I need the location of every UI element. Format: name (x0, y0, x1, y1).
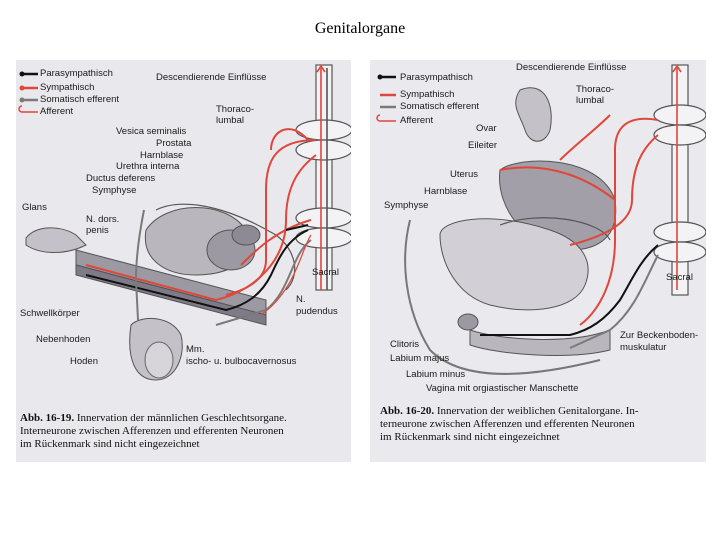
organs (25, 203, 296, 381)
caption-female-line2: terneurone zwischen Afferenzen und effer… (380, 418, 635, 430)
label-thoraco: Thoraco- (216, 104, 255, 115)
parasympathetic-pathways (85, 224, 309, 312)
female-innervation-figure: Parasympathisch Sympathisch Somatisch ef… (370, 60, 706, 462)
spinal-cord (653, 64, 706, 296)
label-eileiter: Eileiter (468, 140, 498, 151)
somatic-pathways (134, 209, 312, 326)
label-symphyse: Symphyse (92, 185, 137, 196)
label-schwellkoerper: Schwellkörper (20, 308, 80, 319)
caption-male-line1: Innervation der männlichen Geschlechtsor… (76, 412, 287, 424)
label-nebenhoden: Nebenhoden (36, 334, 91, 345)
label-n: N. (296, 294, 306, 305)
male-innervation-figure: Parasympathisch Sympathisch Somatisch ef… (16, 60, 351, 462)
label-harnblase: Harnblase (140, 150, 184, 161)
sympathetic-pathways (85, 128, 317, 302)
caption-female-abb: Abb. 16-20. (380, 405, 435, 417)
legend-parasympathetic: Parasympathisch (40, 68, 113, 79)
sympathetic-pathways (499, 114, 659, 326)
label-beckenboden-1: Zur Beckenboden- (620, 330, 699, 341)
caption-female-line3: im Rückenmark sind nicht eingezeichnet (380, 431, 560, 443)
label-mm: Mm. (186, 344, 205, 355)
legend-somatic-efferent: Somatisch efferent (40, 94, 120, 105)
parasympathetic-pathways (480, 244, 659, 336)
label-labium-minus: Labium minus (406, 369, 466, 380)
label-penis: penis (86, 225, 109, 236)
label-urethra-interna: Urethra interna (116, 161, 180, 172)
legend-lines (18, 71, 38, 113)
male-diagram-drawing (18, 64, 351, 381)
female-diagram-drawing (376, 64, 706, 375)
caption-female: Abb. 16-20. Innervation der weiblichen G… (380, 405, 706, 444)
label-prostata: Prostata (156, 138, 192, 149)
descending-arrows (316, 64, 328, 290)
label-ovar: Ovar (476, 123, 497, 134)
label-ductus-deferens: Ductus deferens (86, 173, 156, 184)
label-sacral: Sacral (666, 272, 693, 283)
label-sacral: Sacral (312, 267, 339, 278)
label-glans: Glans (22, 202, 47, 213)
somatic-pathways (569, 254, 659, 349)
label-descending: Descendierende Einflüsse (516, 62, 627, 73)
label-ischo: ischo- u. bulbocavernosus (186, 356, 297, 367)
caption-male-line3: im Rückenmark sind nicht eingezeichnet (20, 438, 200, 450)
organs (404, 87, 617, 375)
label-descending: Descendierende Einflüsse (156, 72, 267, 83)
legend-parasympathetic: Parasympathisch (400, 72, 473, 83)
label-hoden: Hoden (70, 356, 98, 367)
descending-arrows (672, 64, 682, 290)
spinal-cord (295, 64, 351, 291)
caption-male-abb: Abb. 16-19. (20, 412, 75, 424)
afferent-pathways (260, 234, 312, 316)
label-beckenboden-2: muskulatur (620, 342, 667, 353)
caption-male: Abb. 16-19. Innervation der männlichen G… (20, 412, 350, 451)
label-vesica-seminalis: Vesica seminalis (116, 126, 187, 137)
label-lumbal: lumbal (576, 95, 604, 106)
label-uterus: Uterus (450, 169, 478, 180)
legend-afferent: Afferent (400, 115, 434, 126)
page-title: Genitalorgane (314, 20, 406, 37)
label-harnblase: Harnblase (424, 186, 468, 197)
legend-lines (376, 74, 396, 122)
label-thoraco: Thoraco- (576, 84, 615, 95)
label-vagina: Vagina mit orgiastischer Manschette (426, 383, 579, 394)
label-lumbal: lumbal (216, 115, 244, 126)
label-n-dors: N. dors. (86, 214, 120, 225)
label-clitoris: Clitoris (390, 339, 420, 350)
legend-sympathetic: Sympathisch (40, 82, 95, 93)
label-symphyse: Symphyse (384, 200, 429, 211)
label-pudendus: pudendus (296, 306, 338, 317)
label-labium-majus: Labium majus (390, 353, 450, 364)
caption-male-line2: Interneurone zwischen Afferenzen und eff… (20, 425, 284, 437)
legend-afferent: Afferent (40, 106, 74, 117)
legend-sympathetic: Sympathisch (400, 89, 455, 100)
caption-female-line1: Innervation der weiblichen Genitalorgane… (436, 405, 639, 417)
legend-somatic-efferent: Somatisch efferent (400, 101, 480, 112)
